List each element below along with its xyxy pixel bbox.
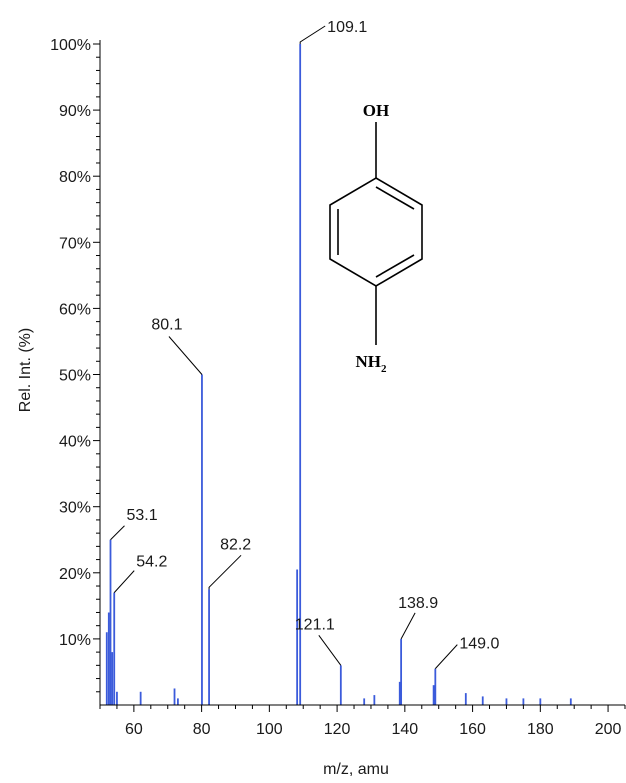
y-tick-label: 20% xyxy=(59,566,91,583)
peak-label: 82.2 xyxy=(220,536,251,553)
x-tick-label: 80 xyxy=(193,721,211,738)
annotation-leader-line xyxy=(318,635,342,666)
x-tick-label: 160 xyxy=(459,721,486,738)
peak-label: 138.9 xyxy=(398,595,438,612)
x-tick-label: 60 xyxy=(125,721,143,738)
nh2-group-label: NH2 xyxy=(356,352,388,375)
peak-label: 53.1 xyxy=(127,507,158,524)
annotation-leader-line xyxy=(113,570,135,593)
x-axis-ticks: 60 80 100 120 140 160 180 200 xyxy=(99,705,626,738)
peak-label: 80.1 xyxy=(151,317,182,334)
peak-label: 121.1 xyxy=(295,616,335,633)
y-tick-label: 100% xyxy=(50,37,91,54)
ring-double-bond-2 xyxy=(375,254,415,278)
spectrum-peaks xyxy=(105,44,572,705)
peak-annotations: 109.1 80.1 53.1 54.2 82.2 121.1 138.9 149.0 xyxy=(110,19,499,669)
ring-double-bond-1 xyxy=(375,186,415,210)
x-tick-label: 200 xyxy=(595,721,622,738)
y-tick-label: 80% xyxy=(59,169,91,186)
y-tick-label: 90% xyxy=(59,103,91,120)
benzene-ring xyxy=(329,177,423,287)
peak-label: 109.1 xyxy=(327,19,367,36)
annotation-leader-line xyxy=(110,525,125,541)
y-axis-ticks: 10% 20% 30% 40% 50% 60% 70% 80% 90% 100% xyxy=(50,37,100,693)
y-tick-label: 50% xyxy=(59,368,91,385)
x-tick-label: 140 xyxy=(391,721,418,738)
y-tick-label: 40% xyxy=(59,434,91,451)
x-tick-label: 100 xyxy=(256,721,283,738)
y-tick-label: 30% xyxy=(59,500,91,517)
peak-label: 149.0 xyxy=(459,636,499,653)
y-tick-label: 60% xyxy=(59,301,91,318)
annotation-leader-line xyxy=(208,554,242,590)
annotation-leader-line xyxy=(434,644,458,669)
x-tick-label: 180 xyxy=(527,721,554,738)
annotation-leader-line xyxy=(168,336,203,375)
y-axis-title: Rel. Int. (%) xyxy=(17,328,34,412)
x-axis-title: m/z, amu xyxy=(323,761,389,778)
peak-label: 54.2 xyxy=(136,554,167,571)
x-tick-label: 120 xyxy=(324,721,351,738)
oh-group-label: OH xyxy=(363,101,389,120)
y-tick-label: 10% xyxy=(59,632,91,649)
y-tick-label: 70% xyxy=(59,235,91,252)
annotation-leader-line xyxy=(400,612,416,640)
chemical-structure: OH NH2 xyxy=(329,101,423,375)
annotation-leader-line xyxy=(299,25,326,44)
